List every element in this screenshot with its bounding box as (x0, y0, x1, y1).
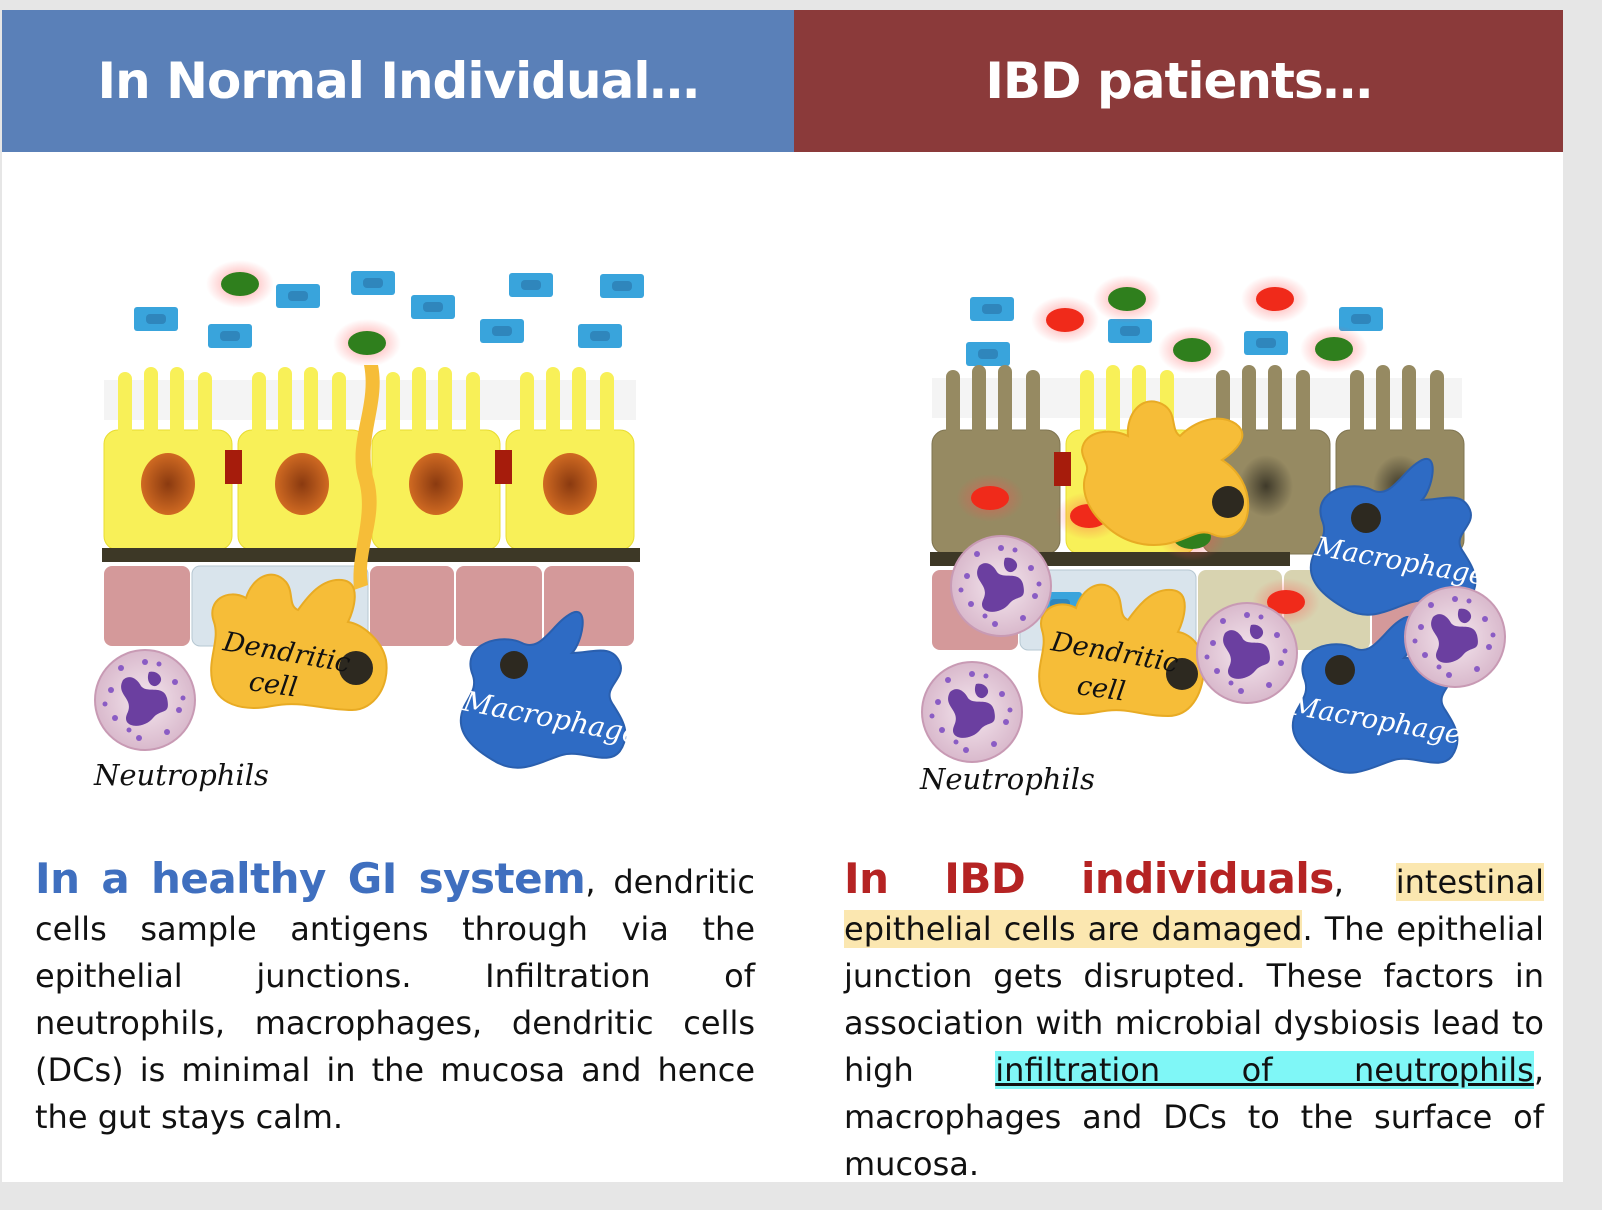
bacterium-icon (966, 342, 1010, 366)
microbe-icon (1093, 275, 1161, 323)
healthy-diagram: Dendritic cell Macrophage Neutrophils (93, 260, 644, 792)
healthy-body: , dendritic cells sample antigens throug… (35, 863, 756, 1136)
bacterium-icon (1244, 331, 1288, 355)
healthy-description: In a healthy GI system, dendritic cells … (35, 855, 755, 1141)
neutrophil-icon (921, 661, 1023, 763)
bacterium-icon (411, 295, 455, 319)
ibd-diagram: Dendritic cell Macrophage Macrophage Neu… (919, 275, 1506, 796)
nucleus (409, 453, 463, 515)
bacterium-icon (600, 274, 644, 298)
ibd-lead: In IBD individuals (844, 854, 1334, 903)
microbe-icon (206, 260, 274, 308)
ibd-macrophage-lower: Macrophage (1288, 615, 1464, 774)
ibd-header: IBD patients… (794, 10, 1563, 152)
ibd-body-end: , macrophages and DCs to the surface of … (844, 1051, 1545, 1182)
bacterium-icon (208, 324, 252, 348)
normal-header-title: In Normal Individual… (97, 52, 700, 110)
healthy-bacteria-group (134, 260, 644, 367)
bacterium-icon (480, 319, 524, 343)
neutrophils-label: Neutrophils (93, 758, 269, 792)
microbe-icon (1241, 275, 1309, 323)
dendritic-label: cell (247, 666, 299, 703)
tight-junction (225, 450, 242, 484)
nucleus (1239, 455, 1293, 517)
healthy-lead: In a healthy GI system (35, 854, 586, 903)
nucleus (543, 453, 597, 515)
ibd-separator: , (1333, 863, 1396, 901)
nucleus (275, 453, 329, 515)
bacterium-icon (578, 324, 622, 348)
tight-junction (1054, 452, 1071, 486)
microbe-icon (1300, 325, 1368, 373)
tight-junction (495, 450, 512, 484)
basement-membrane (102, 548, 640, 562)
healthy-dendritic-cell: Dendritic cell (210, 365, 388, 712)
bacterium-icon (509, 273, 553, 297)
ibd-body: . The epithelial junction gets disrupted… (844, 910, 1545, 1089)
neutrophil-icon (94, 649, 196, 751)
neutrophils-label: Neutrophils (919, 762, 1095, 796)
bacterium-icon (351, 271, 395, 295)
nucleus (141, 453, 195, 515)
bacterium-icon (134, 307, 178, 331)
slide: In Normal Individual… IBD patients… (2, 10, 1563, 1182)
ibd-description: In IBD individuals, intestinal epithelia… (844, 854, 1545, 1182)
ibd-dendritic-cell-upper (1080, 400, 1250, 546)
normal-header: In Normal Individual… (2, 10, 794, 152)
ibd-header-title: IBD patients… (985, 52, 1372, 110)
dendritic-label: cell (1075, 670, 1127, 707)
comparison-diagram: Dendritic cell Macrophage Neutrophils (93, 260, 1506, 796)
ibd-dendritic-cell-lower: Dendritic cell (1038, 583, 1206, 718)
ibd-macrophage-upper: Macrophage (1309, 457, 1488, 616)
microbe-icon (1158, 326, 1226, 374)
microbe-icon (1031, 296, 1099, 344)
microbe-icon (333, 319, 401, 367)
neutrophil-icon (950, 535, 1052, 637)
bacterium-icon (970, 297, 1014, 321)
bacterium-icon (276, 284, 320, 308)
neutrophil-icon (1196, 602, 1298, 704)
neutrophil-icon (1404, 586, 1506, 688)
neutrophil-infiltration-highlight: infiltration of neutrophils (995, 1051, 1534, 1089)
microbe-icon (956, 474, 1024, 522)
ibd-microbes-group (966, 275, 1383, 374)
